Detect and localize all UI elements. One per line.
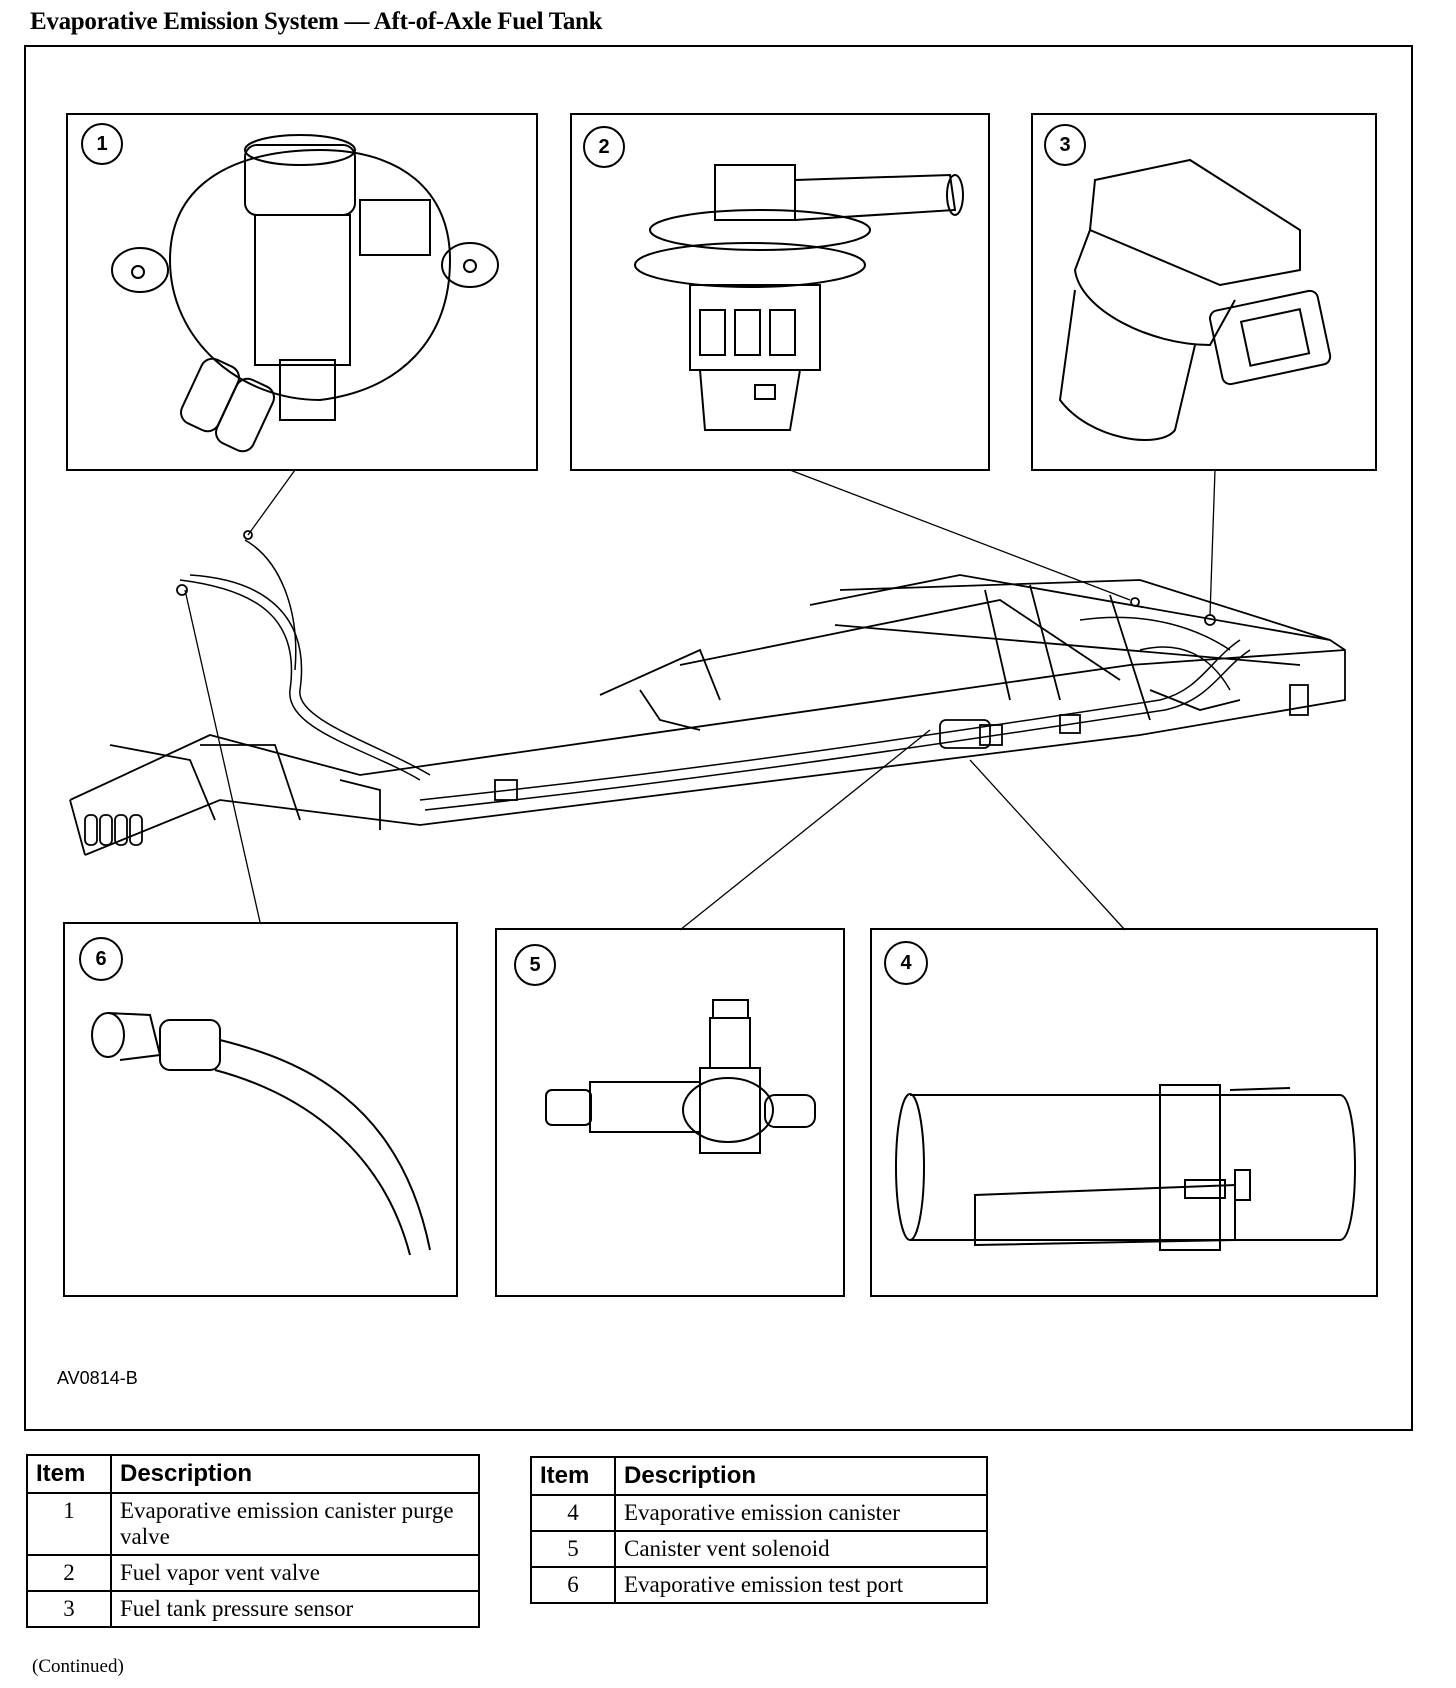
inset-panel-5 xyxy=(495,928,845,1297)
inset-panel-2 xyxy=(570,113,990,471)
leader-lines xyxy=(184,469,1216,931)
legend-row: 5 Canister vent solenoid xyxy=(530,1530,988,1568)
inset-panel-3 xyxy=(1031,113,1377,471)
inset-panel-4 xyxy=(870,928,1378,1297)
vehicle-frame-drawing xyxy=(69,530,1346,856)
legend-header-item: Item xyxy=(26,1454,112,1494)
callout-1: 1 xyxy=(81,123,123,165)
legend-table-left: Item Description 1 Evaporative emission … xyxy=(26,1454,480,1628)
callout-5: 5 xyxy=(514,944,556,986)
figure-frame xyxy=(24,45,1413,1431)
legend-row: 3 Fuel tank pressure sensor xyxy=(26,1590,480,1628)
legend-item-number: 4 xyxy=(530,1494,616,1532)
legend-item-description: Fuel vapor vent valve xyxy=(110,1554,480,1592)
legend-item-description: Evaporative emission test port xyxy=(614,1566,988,1604)
legend-header-row: Item Description xyxy=(530,1456,988,1496)
legend-item-description: Evaporative emission canister xyxy=(614,1494,988,1532)
legend-header-item: Item xyxy=(530,1456,616,1496)
page-title: Evaporative Emission System — Aft-of-Axl… xyxy=(30,8,603,35)
callout-2: 2 xyxy=(583,126,625,168)
legend-item-description: Canister vent solenoid xyxy=(614,1530,988,1568)
callout-4: 4 xyxy=(884,941,928,985)
legend-item-description: Fuel tank pressure sensor xyxy=(110,1590,480,1628)
legend-header-description: Description xyxy=(614,1456,988,1496)
inset-panel-6 xyxy=(63,922,458,1297)
legend-header-description: Description xyxy=(110,1454,480,1494)
legend-item-number: 2 xyxy=(26,1554,112,1592)
legend-row: 2 Fuel vapor vent valve xyxy=(26,1554,480,1592)
legend-row: 1 Evaporative emission canister purge va… xyxy=(26,1492,480,1556)
legend-row: 4 Evaporative emission canister xyxy=(530,1494,988,1532)
legend-item-number: 5 xyxy=(530,1530,616,1568)
legend-item-number: 6 xyxy=(530,1566,616,1604)
legend-item-number: 3 xyxy=(26,1590,112,1628)
continued-note: (Continued) xyxy=(32,1656,124,1677)
legend-item-number: 1 xyxy=(26,1492,112,1556)
legend-table-right: Item Description 4 Evaporative emission … xyxy=(530,1456,988,1604)
legend-item-description: Evaporative emission canister purge valv… xyxy=(110,1492,480,1556)
callout-3: 3 xyxy=(1044,124,1086,166)
legend-header-row: Item Description xyxy=(26,1454,480,1494)
legend-row: 6 Evaporative emission test port xyxy=(530,1566,988,1604)
inset-panel-1 xyxy=(66,113,538,471)
callout-6: 6 xyxy=(79,937,123,981)
figure-code: AV0814-B xyxy=(57,1368,138,1388)
